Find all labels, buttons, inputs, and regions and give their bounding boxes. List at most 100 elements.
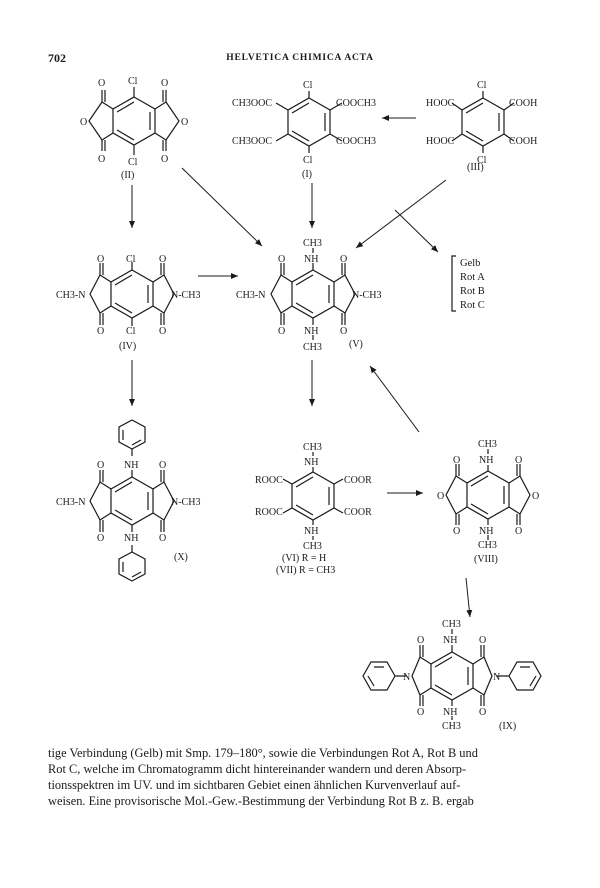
atom-label: Cl bbox=[303, 155, 313, 166]
substituent: NH bbox=[304, 254, 318, 265]
compound-label: (III) bbox=[467, 162, 484, 173]
body-line: tige Verbindung (Gelb) mit Smp. 179–180°… bbox=[48, 746, 478, 760]
compound-label: (IV) bbox=[119, 341, 136, 352]
compound-VI-VII-labels: CH3 NH ROOC COOR ROOC COOR NH CH3 (VI) R… bbox=[255, 442, 372, 576]
substituent: NH bbox=[304, 526, 318, 537]
compound-label: (VIII) bbox=[474, 554, 498, 565]
atom-label: Cl bbox=[126, 326, 136, 337]
reaction-scheme: O Cl O O O O Cl O (II) Cl CH3OOC COOCH3 … bbox=[56, 76, 542, 732]
compound-III bbox=[451, 91, 515, 153]
substituent: CH3 bbox=[478, 540, 497, 551]
substituent: ROOC bbox=[255, 507, 283, 518]
compound-IV bbox=[89, 262, 175, 326]
atom-label: Cl bbox=[303, 80, 313, 91]
substituent: N bbox=[493, 672, 500, 683]
compound-label: (X) bbox=[174, 552, 188, 563]
substituent: CH3OOC bbox=[232, 98, 272, 109]
substituent: COOR bbox=[344, 475, 372, 486]
substituent: HOOC bbox=[426, 98, 455, 109]
substituent: NH bbox=[443, 707, 457, 718]
compound-II-labels: O Cl O O O O Cl O (II) bbox=[80, 76, 188, 181]
compound-IV-labels: O Cl O CH3-N N-CH3 O Cl O (IV) bbox=[56, 254, 200, 352]
atom-label: O bbox=[97, 460, 104, 471]
atom-label: O bbox=[340, 254, 347, 265]
atom-label: O bbox=[159, 326, 166, 337]
substituent: COOR bbox=[344, 507, 372, 518]
atom-label: O bbox=[479, 635, 486, 646]
compound-label: (IX) bbox=[499, 721, 516, 732]
substituent: CH3 bbox=[303, 238, 322, 249]
atom-label: O bbox=[479, 707, 486, 718]
substituent: COOH bbox=[509, 98, 537, 109]
compound-label: (V) bbox=[349, 339, 363, 350]
compound-IX-labels: CH3 NH O O N N O NH O CH3 (IX) bbox=[403, 619, 516, 732]
atom-label: Cl bbox=[477, 155, 487, 166]
substituent: CH3-N bbox=[236, 290, 265, 301]
atom-label: Cl bbox=[477, 80, 487, 91]
atom-label: O bbox=[515, 526, 522, 537]
atom-label: O bbox=[278, 254, 285, 265]
arrow-VIII-to-V bbox=[369, 365, 420, 433]
compound-II bbox=[88, 87, 180, 155]
substituent: NH bbox=[124, 460, 138, 471]
compound-III-labels: Cl HOOC COOH HOOC COOH Cl (III) bbox=[426, 80, 537, 173]
substituent: COOCH3 bbox=[336, 136, 376, 147]
atom-label: O bbox=[97, 326, 104, 337]
arrow-VIII-to-IX bbox=[465, 577, 473, 618]
compound-I-labels: Cl CH3OOC COOCH3 CH3OOC COOCH3 Cl (I) bbox=[232, 80, 376, 180]
atom-label: O bbox=[161, 154, 168, 165]
atom-label: O bbox=[417, 635, 424, 646]
substituent: ROOC bbox=[255, 475, 283, 486]
substituent: CH3-N bbox=[56, 290, 85, 301]
substituent: NH bbox=[479, 455, 493, 466]
atom-label: O bbox=[161, 78, 168, 89]
substituent: NH bbox=[124, 533, 138, 544]
substituent: NH bbox=[304, 457, 318, 468]
atom-label: Cl bbox=[128, 157, 138, 168]
compound-IX bbox=[362, 629, 542, 720]
atom-label: Cl bbox=[128, 76, 138, 87]
substituent: N bbox=[403, 672, 410, 683]
compound-label: (VI) R = H bbox=[282, 553, 326, 564]
atom-label: O bbox=[159, 460, 166, 471]
atom-label: O bbox=[532, 491, 539, 502]
reaction-arrows bbox=[129, 115, 473, 618]
product-item: Rot C bbox=[460, 300, 485, 311]
atom-label: O bbox=[453, 455, 460, 466]
product-item: Gelb bbox=[460, 258, 480, 269]
body-paragraph: tige Verbindung (Gelb) mit Smp. 179–180°… bbox=[48, 745, 558, 809]
atom-label: O bbox=[159, 533, 166, 544]
substituent: COOCH3 bbox=[336, 98, 376, 109]
compound-V bbox=[270, 248, 356, 340]
substituent: N-CH3 bbox=[171, 290, 200, 301]
journal-title: HELVETICA CHIMICA ACTA bbox=[226, 53, 374, 63]
body-line: Rot C, welche im Chromatogramm dicht hin… bbox=[48, 762, 467, 776]
compound-label: (VII) R = CH3 bbox=[276, 565, 335, 576]
atom-label: O bbox=[159, 254, 166, 265]
atom-label: O bbox=[437, 491, 444, 502]
atom-label: O bbox=[98, 154, 105, 165]
atom-label: O bbox=[453, 526, 460, 537]
page-number: 702 bbox=[48, 51, 66, 65]
substituent: N-CH3 bbox=[352, 290, 381, 301]
compound-VIII-labels: CH3 NH O O O O O NH O CH3 (VIII) bbox=[437, 439, 539, 565]
substituent: CH3 bbox=[303, 342, 322, 353]
substituent: HOOC bbox=[426, 136, 455, 147]
arrow-III-to-V bbox=[355, 179, 447, 249]
substituent: COOH bbox=[509, 136, 537, 147]
arrow-II-to-V bbox=[181, 167, 263, 247]
substituent: CH3-N bbox=[56, 497, 85, 508]
compound-V-labels: CH3 NH O O CH3-N N-CH3 O O NH CH3 (V) bbox=[236, 238, 381, 353]
substituent: NH bbox=[443, 635, 457, 646]
compound-X-labels: O NH O CH3-N N-CH3 O NH O (X) bbox=[56, 460, 200, 563]
arrow-to-products bbox=[394, 209, 439, 253]
atom-label: O bbox=[98, 78, 105, 89]
product-list: Gelb Rot A Rot B Rot C bbox=[460, 258, 485, 311]
compound-X bbox=[89, 419, 175, 582]
atom-label: O bbox=[515, 455, 522, 466]
substituent: CH3 bbox=[442, 721, 461, 732]
atom-label: O bbox=[97, 254, 104, 265]
compound-VI-VII bbox=[282, 452, 344, 540]
compound-I bbox=[275, 91, 343, 153]
substituent: NH bbox=[479, 526, 493, 537]
